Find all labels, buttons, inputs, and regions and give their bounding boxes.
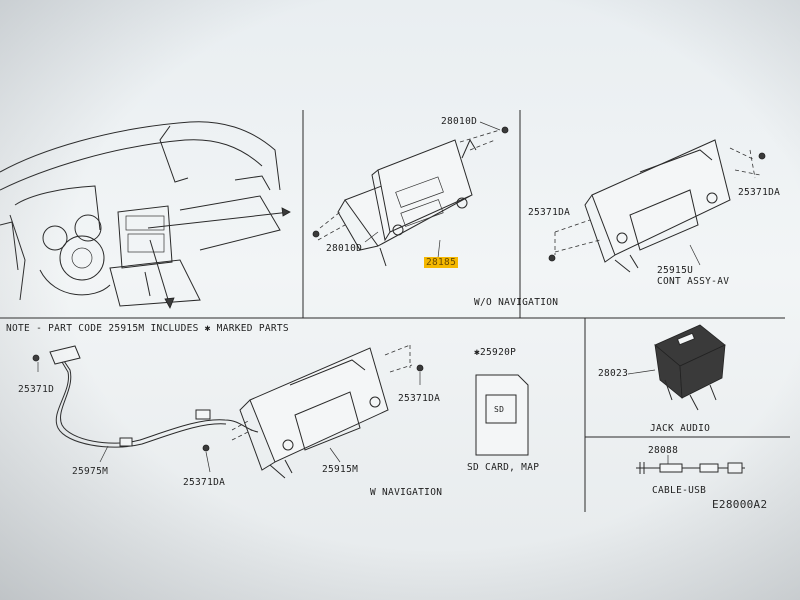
part-28010d-top-label: 28010D xyxy=(441,116,478,127)
leader-lines xyxy=(37,121,701,473)
part-25371da-br-label: 25371DA xyxy=(398,393,441,404)
part-28010d-left-label: 28010D xyxy=(326,243,363,254)
part-25371da-bl-label: 25371DA xyxy=(183,477,226,488)
jack-audio-drawing xyxy=(654,324,726,411)
cable-usb-caption: CABLE-USB xyxy=(652,485,707,496)
part-25915u-label: 25915U xyxy=(657,265,694,276)
sd-chip-label: SD xyxy=(494,405,505,414)
part-code-note: NOTE - PART CODE 25915M INCLUDES ✱ MARKE… xyxy=(6,323,289,334)
part-28088-label: 28088 xyxy=(648,445,679,456)
part-28023-label: 28023 xyxy=(598,368,629,379)
part-25371da-tr-label: 25371DA xyxy=(738,187,781,198)
part-28185-highlighted-label: 28185 xyxy=(424,257,459,268)
part-25920p-label: ✱25920P xyxy=(474,347,517,358)
diagram-code-label: E28000A2 xyxy=(712,498,768,511)
part-25371da-tl-label: 25371DA xyxy=(528,207,571,218)
part-25975m-label: 25975M xyxy=(72,466,109,477)
sd-card-drawing xyxy=(475,374,529,456)
cable-usb-drawing xyxy=(636,455,745,474)
wo-navigation-caption: W/O NAVIGATION xyxy=(474,297,559,308)
audio-unit-cont-assy-av xyxy=(548,139,766,273)
w-navigation-caption: W NAVIGATION xyxy=(370,487,443,498)
cont-assy-av-label: CONT ASSY-AV xyxy=(657,276,730,287)
dashboard-illustration xyxy=(0,121,291,309)
harness-25975m xyxy=(32,345,259,448)
sd-card-map-caption: SD CARD, MAP xyxy=(467,462,540,473)
jack-audio-caption: JACK AUDIO xyxy=(650,423,711,434)
part-25915m-label: 25915M xyxy=(322,464,359,475)
section-dividers xyxy=(0,110,790,512)
audio-unit-wo-nav xyxy=(312,126,509,267)
part-25371d-label: 25371D xyxy=(18,384,55,395)
audio-unit-w-nav xyxy=(202,344,424,479)
